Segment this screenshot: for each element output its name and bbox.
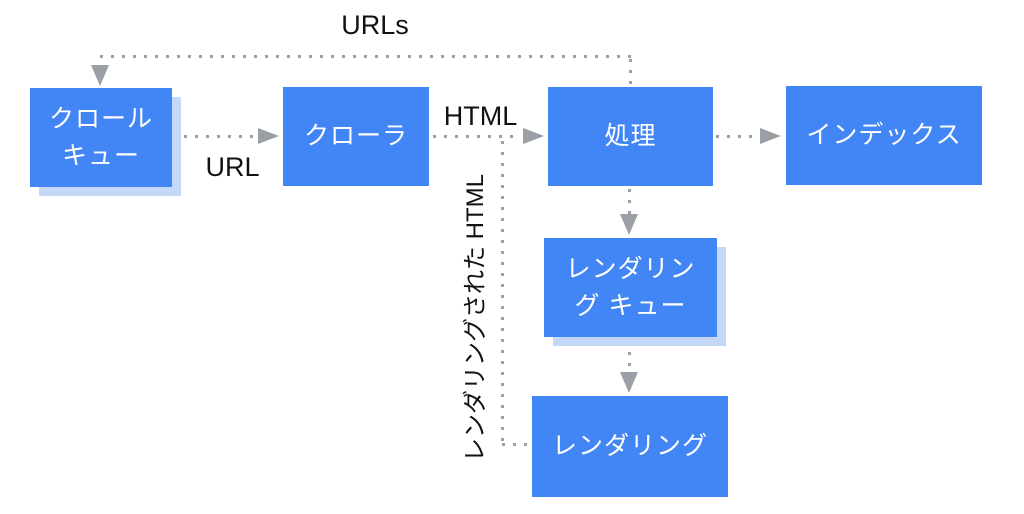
- index-arrow-line: [716, 135, 758, 138]
- url-arrow-line: [184, 135, 257, 138]
- url-arrow-head: [258, 128, 279, 144]
- urls-feedback-arrowhead: [91, 65, 109, 86]
- html-arrow-head: [523, 128, 544, 144]
- urls-feedback-connector-up-segment: [629, 59, 632, 87]
- render-queue-down-arrow-head: [620, 372, 638, 393]
- node-index: インデックス: [786, 86, 982, 185]
- node-crawler: クローラ: [283, 87, 429, 186]
- node-render-queue: レンダリン グ キュー: [544, 238, 717, 337]
- rendered-html-connector-bottom-segment: [502, 443, 532, 446]
- render-queue-down-arrow-line: [628, 341, 631, 372]
- rendered-html-edge-label: レンダリングされた HTML: [462, 174, 489, 462]
- node-rendering: レンダリング: [532, 396, 728, 497]
- index-arrow-head: [760, 128, 781, 144]
- url-edge-label: URL: [205, 152, 260, 182]
- html-edge-label: HTML: [443, 101, 518, 131]
- urls-feedback-connector-top-segment: [100, 55, 632, 58]
- node-crawl-queue: クロール キュー: [30, 88, 172, 187]
- html-arrow-line: [433, 135, 521, 138]
- rendered-html-connector-up-segment: [501, 141, 504, 446]
- processing-down-arrow-line: [628, 189, 631, 214]
- processing-down-arrow-head: [620, 214, 638, 235]
- node-processing: 処理: [548, 87, 713, 186]
- urls-edge-label: URLs: [341, 10, 409, 40]
